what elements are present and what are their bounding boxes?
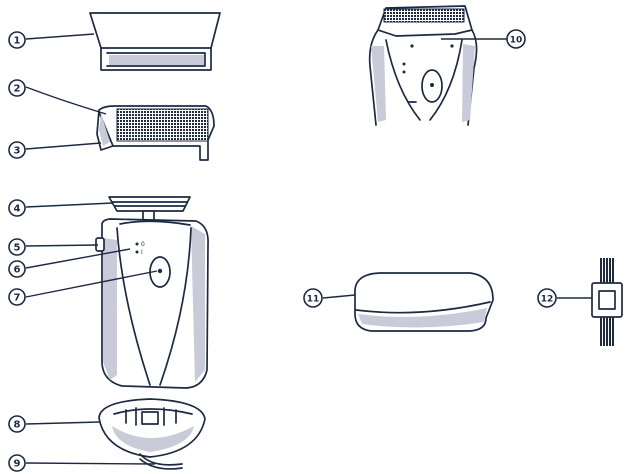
svg-text:2: 2 bbox=[14, 84, 21, 95]
svg-text:10: 10 bbox=[510, 36, 523, 46]
callout-2: 2 bbox=[9, 80, 25, 96]
callout-12: 12 bbox=[538, 289, 556, 307]
svg-text:6: 6 bbox=[14, 265, 21, 276]
svg-text:7: 7 bbox=[14, 293, 21, 304]
svg-text:8: 8 bbox=[14, 420, 21, 431]
callout-5: 5 bbox=[9, 239, 25, 255]
svg-text:5: 5 bbox=[14, 243, 21, 254]
cleaning-brush bbox=[592, 258, 622, 346]
callout-7: 7 bbox=[9, 289, 25, 305]
callout-10: 10 bbox=[507, 30, 525, 48]
shaving-foil-frame bbox=[97, 106, 214, 160]
callout-3: 3 bbox=[9, 142, 25, 158]
svg-text:11: 11 bbox=[307, 295, 320, 305]
svg-text:12: 12 bbox=[541, 295, 554, 305]
callout-1: 1 bbox=[9, 32, 25, 48]
callout-4: 4 bbox=[9, 200, 25, 216]
svg-text:3: 3 bbox=[14, 146, 21, 157]
svg-text:9: 9 bbox=[14, 459, 21, 470]
shaver-body: 0 I bbox=[96, 219, 208, 388]
callout-9: 9 bbox=[9, 455, 25, 471]
callout-11: 11 bbox=[304, 289, 322, 307]
shaver-head-detail bbox=[370, 6, 477, 125]
svg-text:1: 1 bbox=[14, 36, 21, 47]
svg-text:4: 4 bbox=[14, 204, 21, 215]
callout-8: 8 bbox=[9, 416, 25, 432]
travel-case bbox=[355, 273, 493, 331]
callout-6: 6 bbox=[9, 261, 25, 277]
switch-mark-on: 0 bbox=[141, 241, 145, 248]
protective-cap bbox=[90, 13, 220, 70]
charging-base bbox=[99, 399, 205, 469]
switch-mark-off: I bbox=[141, 249, 143, 256]
